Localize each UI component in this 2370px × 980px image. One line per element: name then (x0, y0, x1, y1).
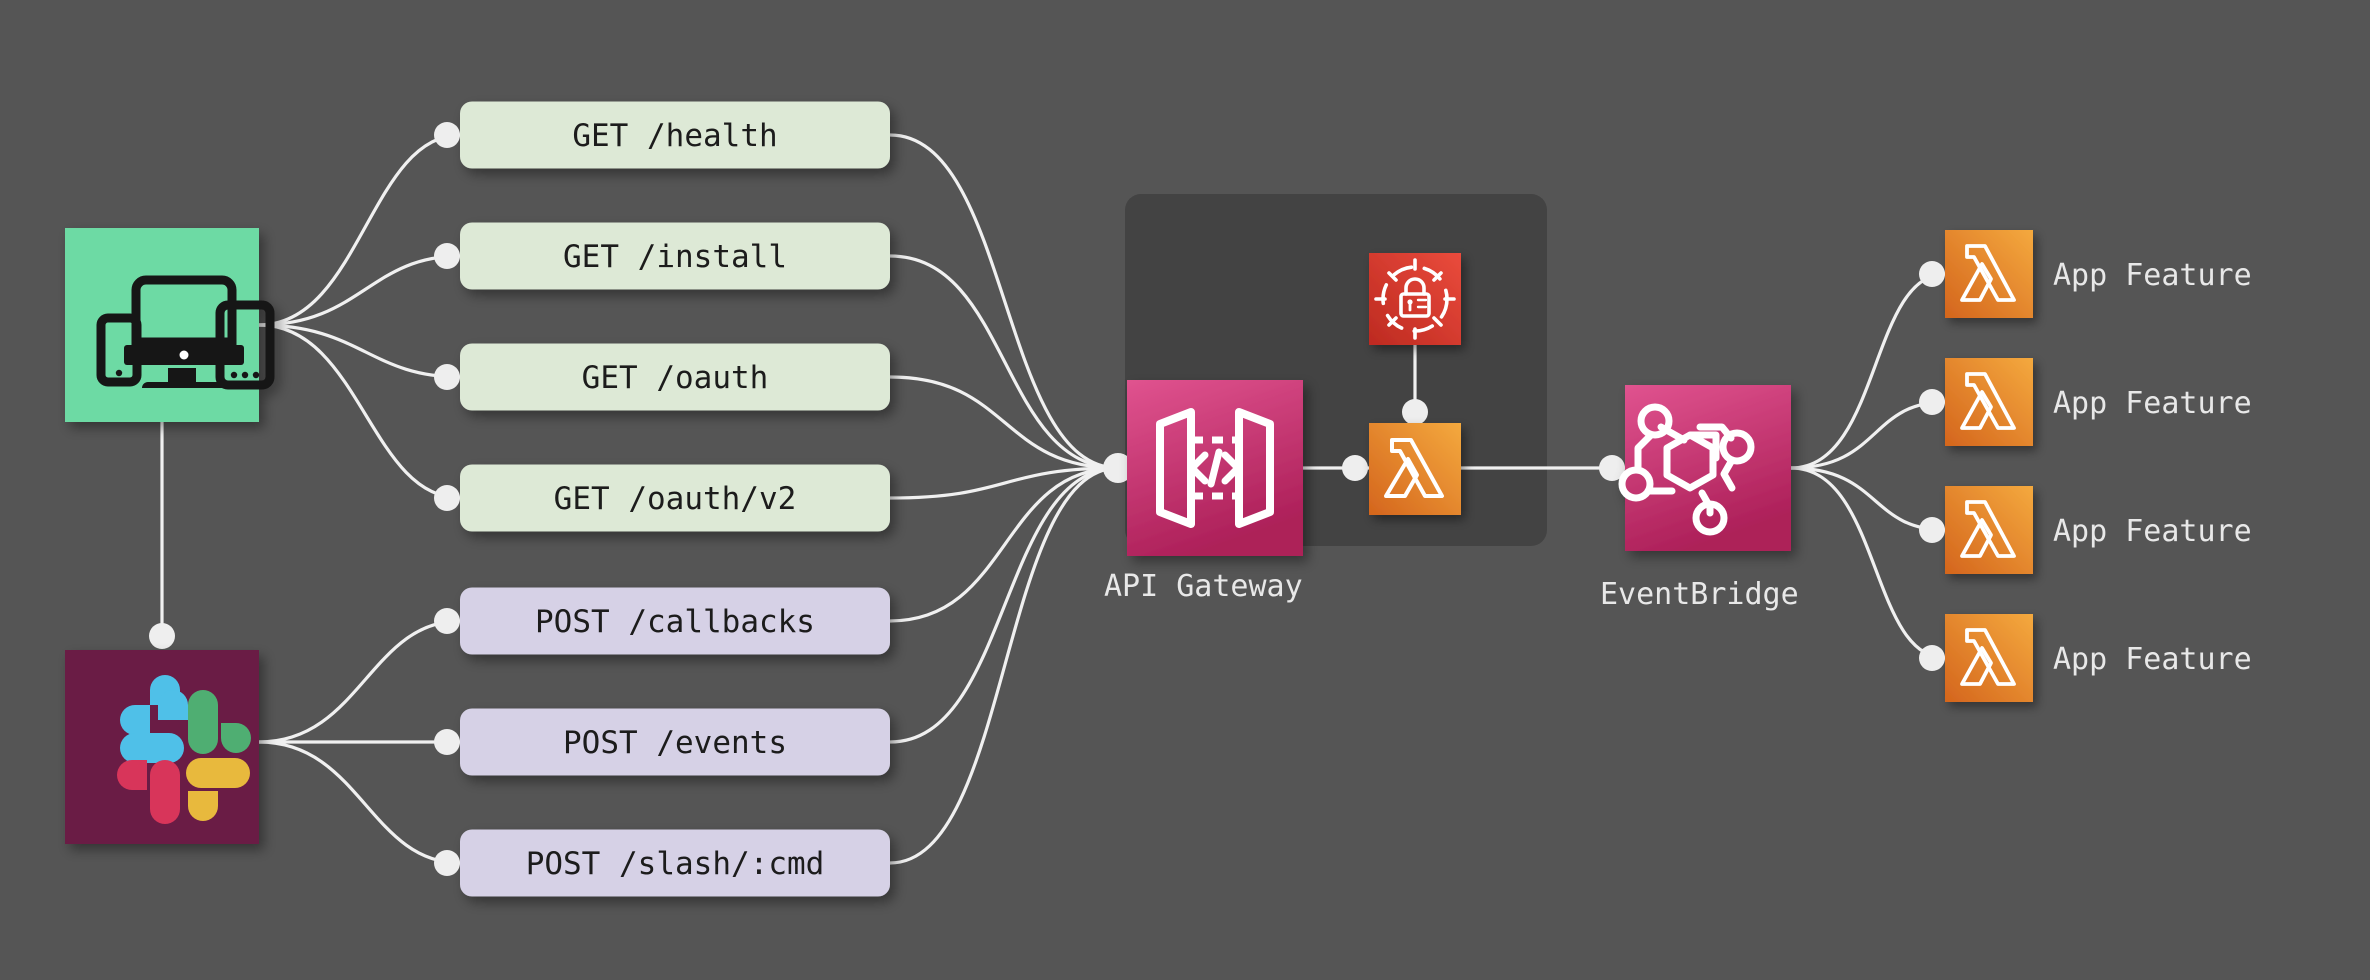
client-devices-node[interactable] (65, 228, 275, 422)
slack-logo-icon (117, 675, 251, 824)
route-label: GET /oauth/v2 (554, 481, 797, 517)
edge-eb-feature-1 (1790, 272, 1946, 470)
edges-routes-to-api-gateway (889, 133, 1119, 865)
app-feature-label: App Feature (2053, 386, 2252, 421)
edge-client-install (258, 254, 461, 327)
route-box-tile[interactable] (460, 464, 890, 532)
route-box-post-events[interactable]: POST /events (460, 708, 890, 776)
edge-events-apigw (889, 466, 1119, 744)
app-feature-endpoint-dot (1919, 645, 1945, 671)
route-endpoint-dot (434, 364, 460, 390)
app-feature-node-4[interactable] (1945, 614, 2033, 702)
route-box-tile[interactable] (460, 101, 890, 169)
edge-slack-callbacks (258, 619, 461, 744)
route-label: GET /health (572, 118, 777, 154)
lambda-icon (1960, 372, 2016, 430)
edge-oauth-apigw (889, 375, 1119, 470)
route-box-tile[interactable] (460, 587, 890, 655)
app-feature-label: App Feature (2053, 642, 2252, 677)
route-label: POST /slash/:cmd (526, 846, 825, 882)
security-lambda-dot (1402, 399, 1428, 425)
route-box-get-oauth[interactable]: GET /oauth (460, 343, 890, 411)
edge-callbacks-apigw (889, 466, 1119, 623)
api-gateway-node[interactable] (1127, 380, 1303, 556)
edge-eb-feature-4 (1790, 466, 1946, 660)
app-feature-endpoint-dot (1919, 517, 1945, 543)
route-box-post-slash-cmd[interactable]: POST /slash/:cmd (460, 829, 890, 897)
app-feature-node-3[interactable] (1945, 486, 2033, 574)
route-box-get-health[interactable]: GET /health (460, 101, 890, 169)
slack-workspace-node[interactable] (65, 650, 259, 844)
route-box-post-callbacks[interactable]: POST /callbacks (460, 587, 890, 655)
app-feature-label: App Feature (2053, 258, 2252, 293)
edges-slack-to-post-routes (258, 619, 461, 865)
route-endpoint-dot (434, 608, 460, 634)
waf-security-lock-icon (1374, 258, 1456, 340)
route-label: GET /install (563, 239, 787, 275)
lambda-eventbridge-dot (1599, 455, 1625, 481)
edge-client-oauthv2 (258, 323, 461, 500)
gateway-lambda-node[interactable] (1369, 423, 1461, 515)
edge-install-apigw (889, 254, 1119, 470)
lambda-icon (1960, 244, 2016, 302)
api-gateway-icon (1156, 408, 1274, 528)
app-feature-endpoint-dot (1919, 261, 1945, 287)
apigw-lambda-dot (1342, 455, 1368, 481)
route-box-tile[interactable] (460, 829, 890, 897)
eventbridge-label: EventBridge (1600, 577, 1799, 612)
eventbridge-tile[interactable] (1625, 385, 1791, 551)
route-endpoint-dot (434, 485, 460, 511)
route-box-get-install[interactable]: GET /install (460, 222, 890, 290)
api-gateway-label: API Gateway (1104, 569, 1303, 604)
edge-oauthv2-apigw (889, 466, 1119, 500)
edge-client-health (258, 133, 461, 327)
api-gateway-ingress-dot (1103, 453, 1133, 483)
eventbridge-icon (1618, 403, 1755, 536)
app-feature-node-2[interactable] (1945, 358, 2033, 446)
edge-slack-slash (258, 740, 461, 865)
app-feature-node-1[interactable] (1945, 230, 2033, 318)
route-box-get-oauth-v2[interactable]: GET /oauth/v2 (460, 464, 890, 532)
connector-dot (149, 623, 175, 649)
lambda-icon (1960, 628, 2016, 686)
route-endpoint-dot (434, 122, 460, 148)
edges-internal-gateway-group (1303, 345, 1625, 481)
edge-client-to-slack (149, 422, 175, 649)
route-box-tile[interactable] (460, 343, 890, 411)
route-box-tile[interactable] (460, 708, 890, 776)
edge-slash-apigw (889, 466, 1119, 865)
route-box-tile[interactable] (460, 222, 890, 290)
route-label: POST /callbacks (535, 604, 815, 640)
route-endpoint-dot (434, 243, 460, 269)
eventbridge-node[interactable] (1618, 385, 1791, 551)
lambda-icon (1960, 500, 2016, 558)
devices-icon (96, 275, 275, 390)
app-feature-endpoint-dot (1919, 389, 1945, 415)
edge-client-oauth (258, 323, 461, 379)
lambda-icon (1384, 438, 1444, 498)
route-label: POST /events (563, 725, 787, 761)
waf-security-node[interactable] (1369, 253, 1461, 345)
route-label: GET /oauth (582, 360, 769, 396)
edges-client-to-get-routes (258, 133, 461, 500)
app-feature-label: App Feature (2053, 514, 2252, 549)
route-endpoint-dot (434, 729, 460, 755)
edge-health-apigw (889, 133, 1119, 470)
route-endpoint-dot (434, 850, 460, 876)
